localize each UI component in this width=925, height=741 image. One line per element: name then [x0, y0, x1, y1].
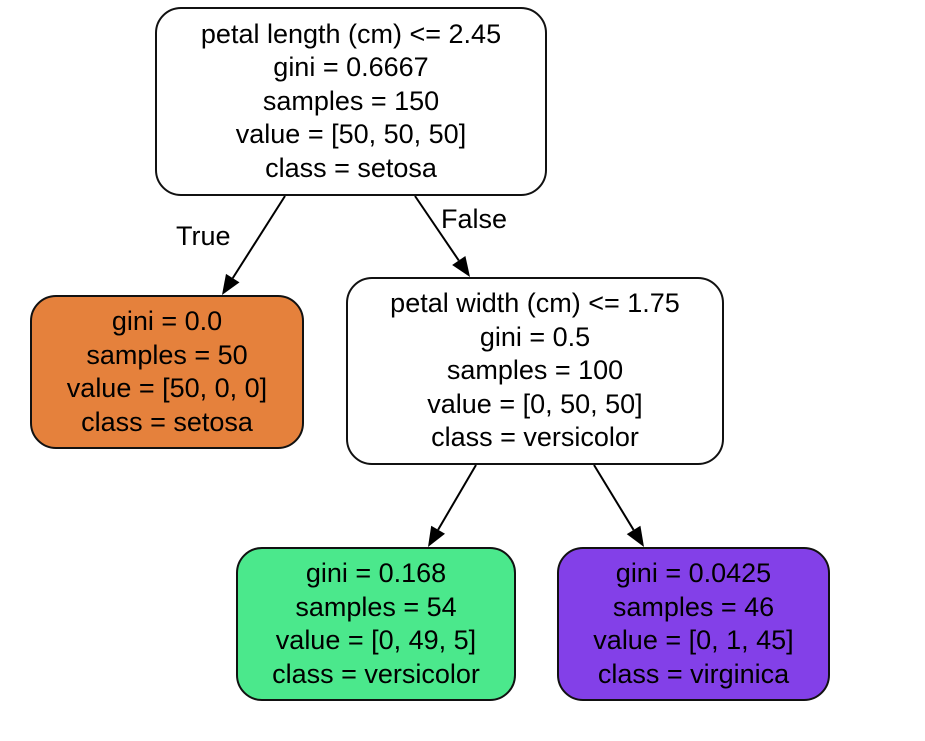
edge-line-n0-n2 [414, 195, 460, 262]
node-samples: samples = 150 [262, 85, 440, 116]
edge-label-true: True [176, 221, 231, 251]
node-samples: samples = 50 [86, 339, 248, 370]
node-class: class = virginica [597, 658, 790, 689]
arrowhead-icon [222, 273, 240, 295]
node-value: value = [0, 1, 45] [593, 625, 794, 655]
arrowhead-icon [428, 525, 446, 547]
node-gini: gini = 0.0425 [615, 558, 772, 588]
node-value: value = [0, 50, 50] [427, 388, 643, 419]
node-class: class = versicolor [272, 658, 480, 689]
leaf-node-virginica: gini = 0.0425 samples = 46 value = [0, 1… [557, 547, 830, 701]
edge-line-n2-n4 [593, 464, 635, 531]
node-samples: samples = 54 [295, 591, 457, 622]
node-gini: gini = 0.6667 [273, 52, 429, 83]
node-class: class = versicolor [431, 422, 639, 453]
node-gini: gini = 0.5 [479, 321, 591, 352]
arrowhead-icon [626, 525, 644, 547]
leaf-node-versicolor: gini = 0.168 samples = 54 value = [0, 49… [236, 547, 516, 701]
node-value: value = [50, 0, 0] [66, 373, 268, 403]
edge-label-false: False [441, 204, 508, 234]
edge-line-n2-n3 [437, 464, 477, 531]
node-split-rule: petal width (cm) <= 1.75 [390, 288, 680, 319]
node-gini: gini = 0.0 [111, 306, 223, 336]
node-class: class = setosa [265, 152, 437, 183]
node-value: value = [0, 49, 5] [275, 625, 477, 655]
node-split-rule: petal length (cm) <= 2.45 [200, 18, 502, 49]
node-class: class = setosa [81, 406, 253, 437]
node-samples: samples = 46 [612, 591, 775, 622]
node-samples: samples = 100 [446, 355, 624, 386]
node-gini: gini = 0.168 [305, 558, 447, 588]
root-split-node: petal length (cm) <= 2.45 gini = 0.6667 … [155, 7, 547, 196]
edge-line-n0-n1 [231, 195, 286, 279]
node-value: value = [50, 50, 50] [235, 119, 467, 150]
leaf-node-setosa: gini = 0.0 samples = 50 value = [50, 0, … [30, 295, 304, 449]
arrowhead-icon [452, 255, 470, 277]
internal-split-node: petal width (cm) <= 1.75 gini = 0.5 samp… [346, 277, 724, 465]
